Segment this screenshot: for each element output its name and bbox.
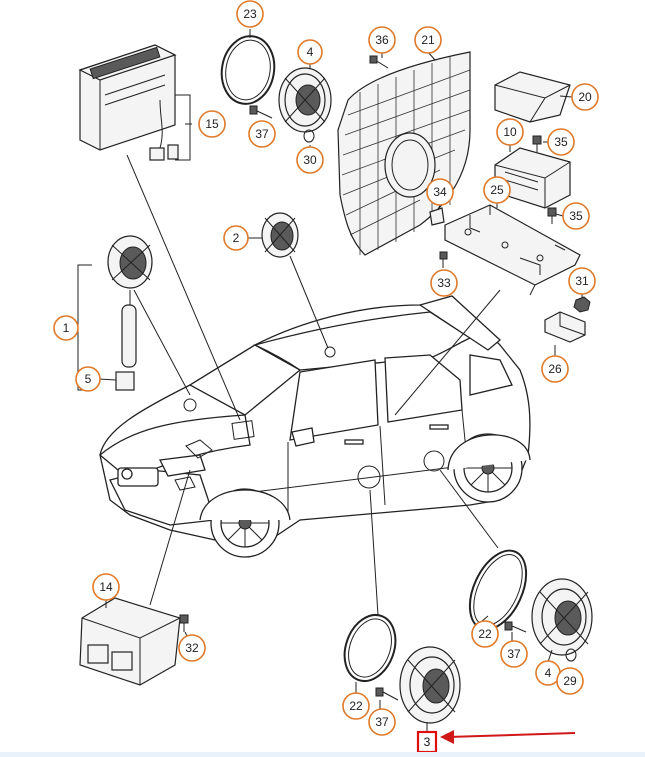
callout-20: 20: [571, 83, 599, 111]
speaker-assembly-1: [107, 235, 153, 368]
svg-text:32: 32: [185, 641, 199, 655]
tweeter-2: [261, 212, 299, 258]
callout-23: 23: [236, 0, 264, 28]
svg-text:37: 37: [255, 127, 269, 141]
washer-30: [303, 129, 315, 143]
washer-29: [565, 648, 577, 662]
svg-text:3: 3: [424, 735, 431, 749]
screw-35-top: [532, 135, 542, 152]
speaker-3: [399, 646, 461, 724]
speaker-4-top: [278, 67, 332, 133]
vehicle-illustration: [98, 295, 531, 558]
svg-text:33: 33: [437, 276, 451, 290]
callout-10: 10: [496, 118, 524, 146]
svg-text:22: 22: [349, 699, 363, 713]
svg-text:34: 34: [433, 185, 447, 199]
svg-text:5: 5: [85, 372, 92, 386]
callout-30: 30: [296, 146, 324, 174]
svg-text:36: 36: [375, 33, 389, 47]
screw-36: [369, 55, 389, 69]
screw-32: [179, 614, 189, 632]
speaker-4-lower: [531, 578, 593, 656]
screw-37-top: [249, 105, 273, 119]
svg-text:10: 10: [503, 125, 517, 139]
svg-text:4: 4: [307, 45, 314, 59]
svg-text:30: 30: [303, 153, 317, 167]
screw-37-lower: [375, 687, 399, 701]
callout-31: 31: [568, 267, 596, 295]
callout-37-right: 37: [500, 640, 528, 668]
svg-text:15: 15: [205, 117, 219, 131]
cover-20: [494, 71, 571, 123]
svg-text:4: 4: [545, 666, 552, 680]
group-bracket-15: [175, 94, 191, 161]
sealing-ring-22-right: [468, 549, 528, 631]
callout-22-lower: 22: [342, 692, 370, 720]
amplifier-10: [494, 147, 571, 209]
callout-1: 1: [53, 315, 79, 341]
callout-29: 29: [556, 667, 584, 695]
svg-text:20: 20: [578, 90, 592, 104]
svg-text:26: 26: [548, 362, 562, 376]
svg-text:35: 35: [554, 135, 568, 149]
sealing-ring-23: [220, 35, 276, 105]
control-unit-15: [78, 44, 179, 161]
svg-text:21: 21: [421, 33, 435, 47]
red-pointer-arrow: [440, 730, 576, 744]
svg-text:25: 25: [490, 183, 504, 197]
screw-37-right: [504, 621, 527, 633]
callout-5: 5: [75, 366, 101, 392]
nut-31: [573, 296, 591, 313]
callout-35-lower: 35: [562, 202, 590, 230]
callout-22-right: 22: [471, 620, 499, 648]
page-bottom-rule: [0, 752, 645, 757]
callout-4-top: 4: [297, 39, 323, 65]
connector-5: [115, 371, 135, 391]
highlight-part-3[interactable]: 3: [416, 722, 438, 754]
sealing-ring-22-lower: [343, 614, 397, 682]
svg-text:22: 22: [478, 627, 492, 641]
bracket-25: [444, 204, 581, 296]
bracket-26: [544, 311, 586, 343]
callout-36: 36: [368, 26, 396, 54]
svg-text:37: 37: [375, 715, 389, 729]
svg-text:29: 29: [563, 674, 577, 688]
callout-25: 25: [483, 176, 511, 204]
callout-33: 33: [430, 269, 458, 297]
callout-32: 32: [178, 634, 206, 662]
svg-text:14: 14: [99, 580, 113, 594]
callout-37-lower: 37: [368, 708, 396, 736]
callout-2: 2: [223, 225, 249, 251]
screw-33: [439, 251, 448, 268]
callout-15: 15: [198, 110, 226, 138]
control-module-14: [79, 597, 181, 686]
leader-lines: [98, 29, 583, 710]
callout-14: 14: [92, 573, 120, 601]
svg-text:2: 2: [233, 231, 240, 245]
callout-21: 21: [414, 26, 442, 54]
svg-text:31: 31: [575, 274, 589, 288]
callout-26: 26: [541, 355, 569, 383]
callout-35-top: 35: [547, 128, 575, 156]
callout-34: 34: [426, 178, 454, 206]
screw-35-lower: [547, 207, 557, 224]
svg-text:1: 1: [63, 321, 70, 335]
svg-text:23: 23: [243, 7, 257, 21]
callout-37-top: 37: [248, 120, 276, 148]
svg-text:35: 35: [569, 209, 583, 223]
svg-text:37: 37: [507, 647, 521, 661]
